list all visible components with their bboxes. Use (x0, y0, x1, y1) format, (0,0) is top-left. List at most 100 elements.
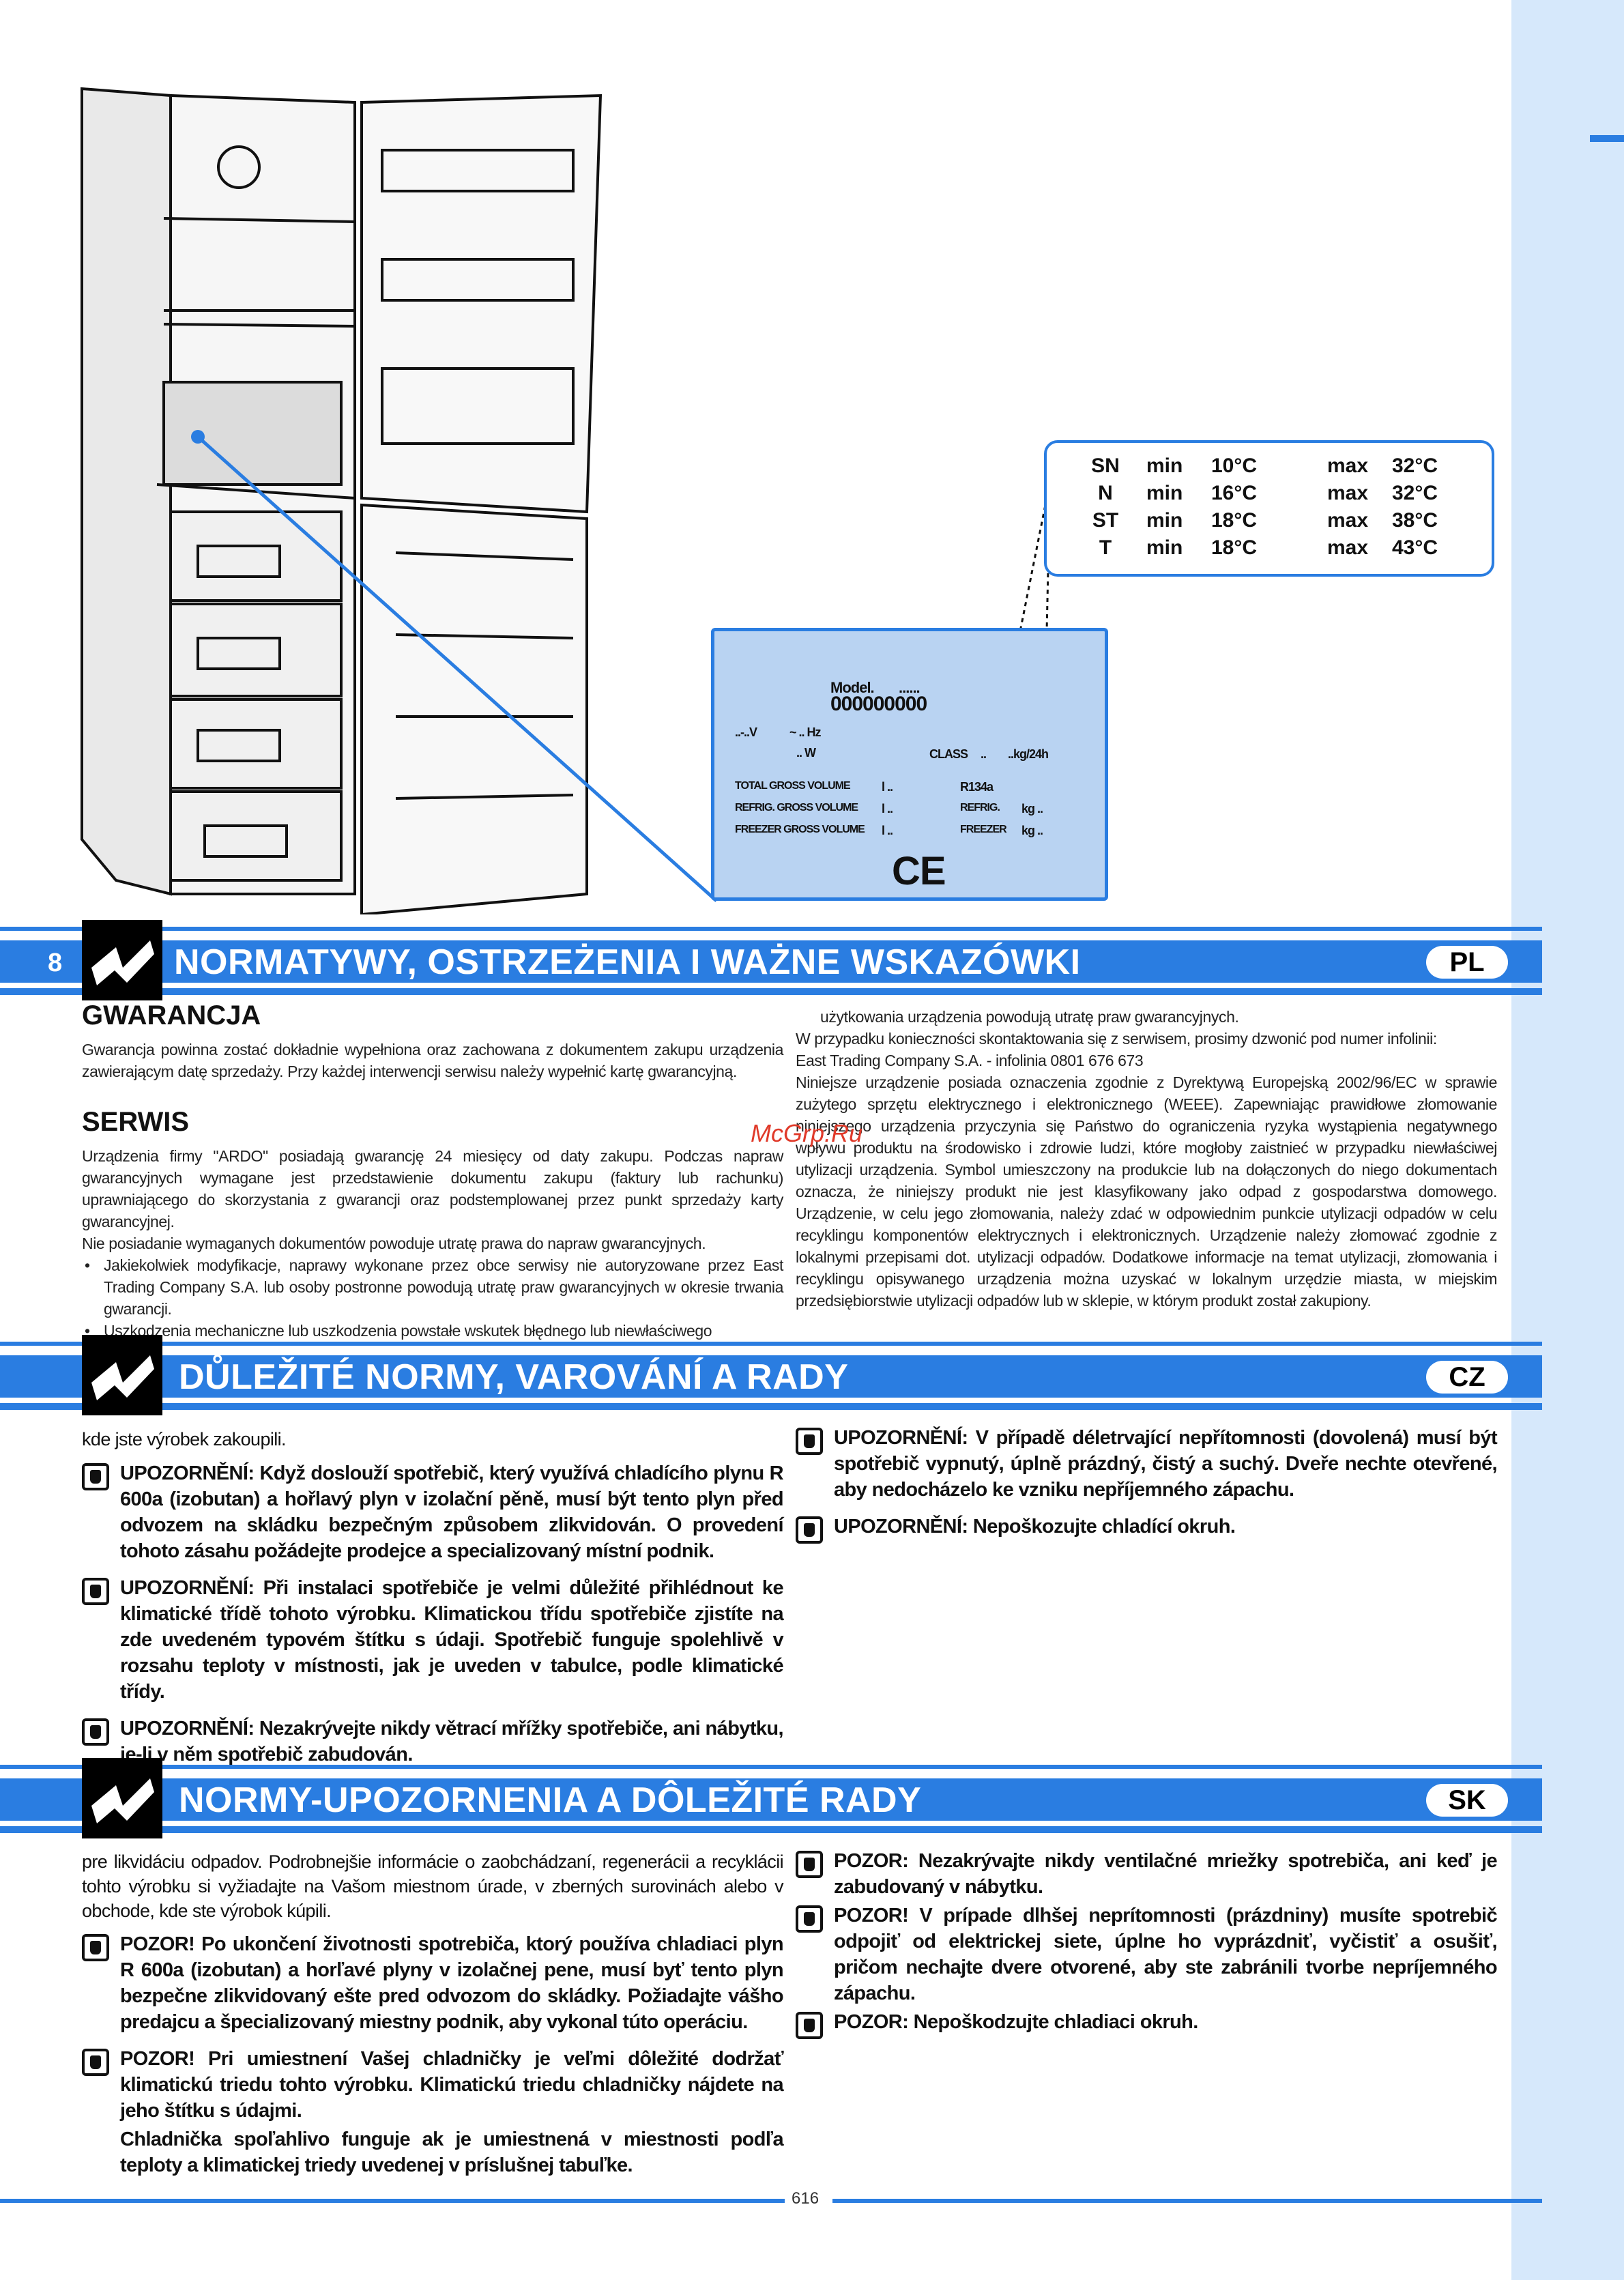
bar-fill (0, 940, 1542, 983)
max-label: max (1327, 482, 1369, 504)
cz-warning: UPOZORNĚNÍ: Nepoškozujte chladící okruh. (796, 1514, 1497, 1544)
warning-hand-icon (796, 1428, 823, 1455)
cz-right-column: UPOZORNĚNÍ: V případě déletrvající nepří… (796, 1425, 1498, 1550)
warning-text: POZOR! Pri umiestnení Vašej chladničky j… (120, 2048, 784, 2122)
warning-hand-icon (82, 1718, 109, 1746)
plate-serial: 000000000 (830, 693, 927, 715)
warning-text: POZOR: Nezakrývajte nikdy ventilačné mri… (834, 1850, 1498, 1898)
plate-watt: .. W (796, 746, 816, 760)
heading-warranty: GWARANCJA (82, 1000, 261, 1030)
max-temp: 38°C (1392, 509, 1438, 532)
warning-hand-icon (82, 1578, 109, 1605)
bar-line-top (0, 1765, 1542, 1769)
bar-fill (0, 1355, 1542, 1398)
plate-refrig-kg: kg .. (1021, 802, 1043, 816)
cz-warning: UPOZORNĚNÍ: Když doslouží spotřebič, kte… (82, 1460, 784, 1564)
footer-line-left (0, 2199, 785, 2203)
climate-row: ST min 18°C max 38°C (1064, 507, 1475, 534)
climate-class-table: SN min 10°C max 32°C N min 16°C max 32°C… (1044, 440, 1494, 577)
climate-class: N (1098, 482, 1113, 504)
min-temp: 16°C (1211, 482, 1258, 504)
plate-gas: R134a (960, 780, 994, 794)
climate-class: ST (1092, 509, 1119, 532)
plate-hz: ~ .. Hz (789, 725, 822, 739)
pl-paragraph: East Trading Company S.A. - infolinia 08… (796, 1052, 1144, 1069)
min-temp: 10°C (1211, 454, 1258, 477)
book-hand-icon (82, 1758, 162, 1838)
max-temp: 32°C (1392, 454, 1438, 477)
warning-text: UPOZORNĚNÍ: Při instalaci spotřebiče je … (120, 1577, 784, 1703)
warning-text: POZOR! Po ukončení životnosti spotrebiča… (120, 1933, 784, 2033)
lang-badge-sk: SK (1426, 1784, 1508, 1817)
fridge-illustration (68, 75, 1515, 914)
plate-freezer-kg-label: FREEZER (960, 824, 1007, 835)
cz-warning: UPOZORNĚNÍ: Nezakrývejte nikdy větrací m… (82, 1716, 784, 1767)
pl-paragraph: użytkowania urządzenia powodują utratę p… (820, 1008, 1239, 1026)
service-text: Urządzenia firmy "ARDO" posiadają gwaran… (82, 1145, 783, 1342)
service-paragraph: Nie posiadanie wymaganych dokumentów pow… (82, 1235, 706, 1252)
plate-energy: ..kg/24h (1008, 747, 1049, 761)
pl-paragraph: Niniejsze urządzenie posiada oznaczenia … (796, 1073, 1497, 1310)
climate-class: SN (1091, 454, 1120, 477)
max-label: max (1327, 454, 1369, 477)
climate-row: N min 16°C max 32°C (1064, 480, 1475, 507)
min-temp: 18°C (1211, 536, 1258, 559)
cz-intro: kde jste výrobek zakoupili. (82, 1429, 287, 1449)
plate-model-label: Model. (830, 679, 875, 696)
ce-mark: CE (892, 849, 946, 893)
warning-hand-icon (796, 2012, 823, 2039)
sk-warning: POZOR! V prípade dlhšej neprítomnosti (p… (796, 1903, 1498, 2006)
section-bar-pl: 8 NORMATYWY, OSTRZEŻENIA I WAŻNE WSKAZÓW… (0, 920, 1542, 1000)
plate-class-label: CLASS (929, 747, 968, 761)
plate-refrig-kg-label: REFRIG. (960, 802, 1000, 813)
service-paragraph: Urządzenia firmy "ARDO" posiadają gwaran… (82, 1147, 783, 1230)
warning-text: UPOZORNĚNÍ: Když doslouží spotřebič, kte… (120, 1462, 784, 1562)
cz-left-column: kde jste výrobek zakoupili. UPOZORNĚNÍ: … (82, 1426, 784, 1778)
sk-warning: POZOR: Nepoškodzujte chladiaci okruh. (796, 2009, 1497, 2039)
section-title-sk: NORMY-UPOZORNENIA A DÔLEŽITÉ RADY (179, 1780, 922, 1820)
plate-freezer-volume: FREEZER GROSS VOLUME (735, 824, 865, 835)
climate-row: SN min 10°C max 32°C (1064, 452, 1475, 480)
max-label: max (1327, 536, 1369, 559)
min-label: min (1146, 482, 1183, 504)
watermark: McGrp.Ru (751, 1119, 863, 1147)
warning-hand-icon (82, 1463, 109, 1490)
warning-hand-icon (796, 1516, 823, 1544)
rating-plate: Model. ...... 000000000 ..-..V ~ .. Hz .… (711, 628, 1108, 901)
climate-row: T min 18°C max 43°C (1064, 534, 1475, 562)
side-margin-marker (1590, 135, 1624, 142)
lang-badge-pl: PL (1426, 946, 1508, 979)
warning-hand-icon (796, 1905, 823, 1933)
cz-warning: UPOZORNĚNÍ: V případě déletrvající nepří… (796, 1425, 1498, 1503)
footer-page-number: 616 (792, 2189, 820, 2208)
plate-total-volume: TOTAL GROSS VOLUME (735, 780, 851, 792)
warning-hand-icon (82, 1934, 109, 1961)
plate-freezer-kg: kg .. (1021, 824, 1043, 837)
warning-hand-icon (796, 1851, 823, 1878)
sk-warning: POZOR! Pri umiestnení Vašej chladničky j… (82, 2046, 784, 2124)
warning-text: POZOR: Nepoškodzujte chladiaci okruh. (834, 2011, 1198, 2033)
warning-text: UPOZORNĚNÍ: V případě déletrvající nepří… (834, 1427, 1498, 1501)
max-temp: 32°C (1392, 482, 1438, 504)
book-hand-icon (82, 920, 162, 1000)
rating-plate-content: Model. ...... 000000000 ..-..V ~ .. Hz .… (728, 650, 1097, 893)
bar-line-bottom (0, 1403, 1542, 1410)
plate-model-value: ...... (899, 679, 920, 696)
pl-right-column: użytkowania urządzenia powodują utratę p… (796, 1006, 1497, 1312)
page-number: 8 (48, 949, 63, 977)
lang-badge-cz: CZ (1426, 1361, 1508, 1394)
pl-paragraph: W przypadku konieczności skontaktowania … (796, 1030, 1437, 1048)
heading-service: SERWIS (82, 1107, 190, 1137)
warranty-text: Gwarancja powinna zostać dokładnie wypeł… (82, 1041, 783, 1080)
plate-refrig-volume: REFRIG. GROSS VOLUME (735, 802, 858, 813)
plate-refrig-l: l .. (882, 802, 893, 816)
book-hand-icon (82, 1335, 162, 1415)
plate-total-l: l .. (882, 780, 893, 794)
list-item: Uszkodzenia mechaniczne lub uszkodzenia … (82, 1320, 783, 1342)
plate-class-value: .. (981, 747, 987, 761)
warning-hand-icon (82, 2049, 109, 2076)
sk-intro: pre likvidáciu odpadov. Podrobnejšie inf… (82, 1851, 784, 1921)
bar-line-bottom (0, 1826, 1542, 1833)
section-title-cz: DŮLEŽITÉ NORMY, VAROVÁNÍ A RADY (179, 1357, 849, 1397)
cz-warning: UPOZORNĚNÍ: Při instalaci spotřebiče je … (82, 1575, 784, 1705)
